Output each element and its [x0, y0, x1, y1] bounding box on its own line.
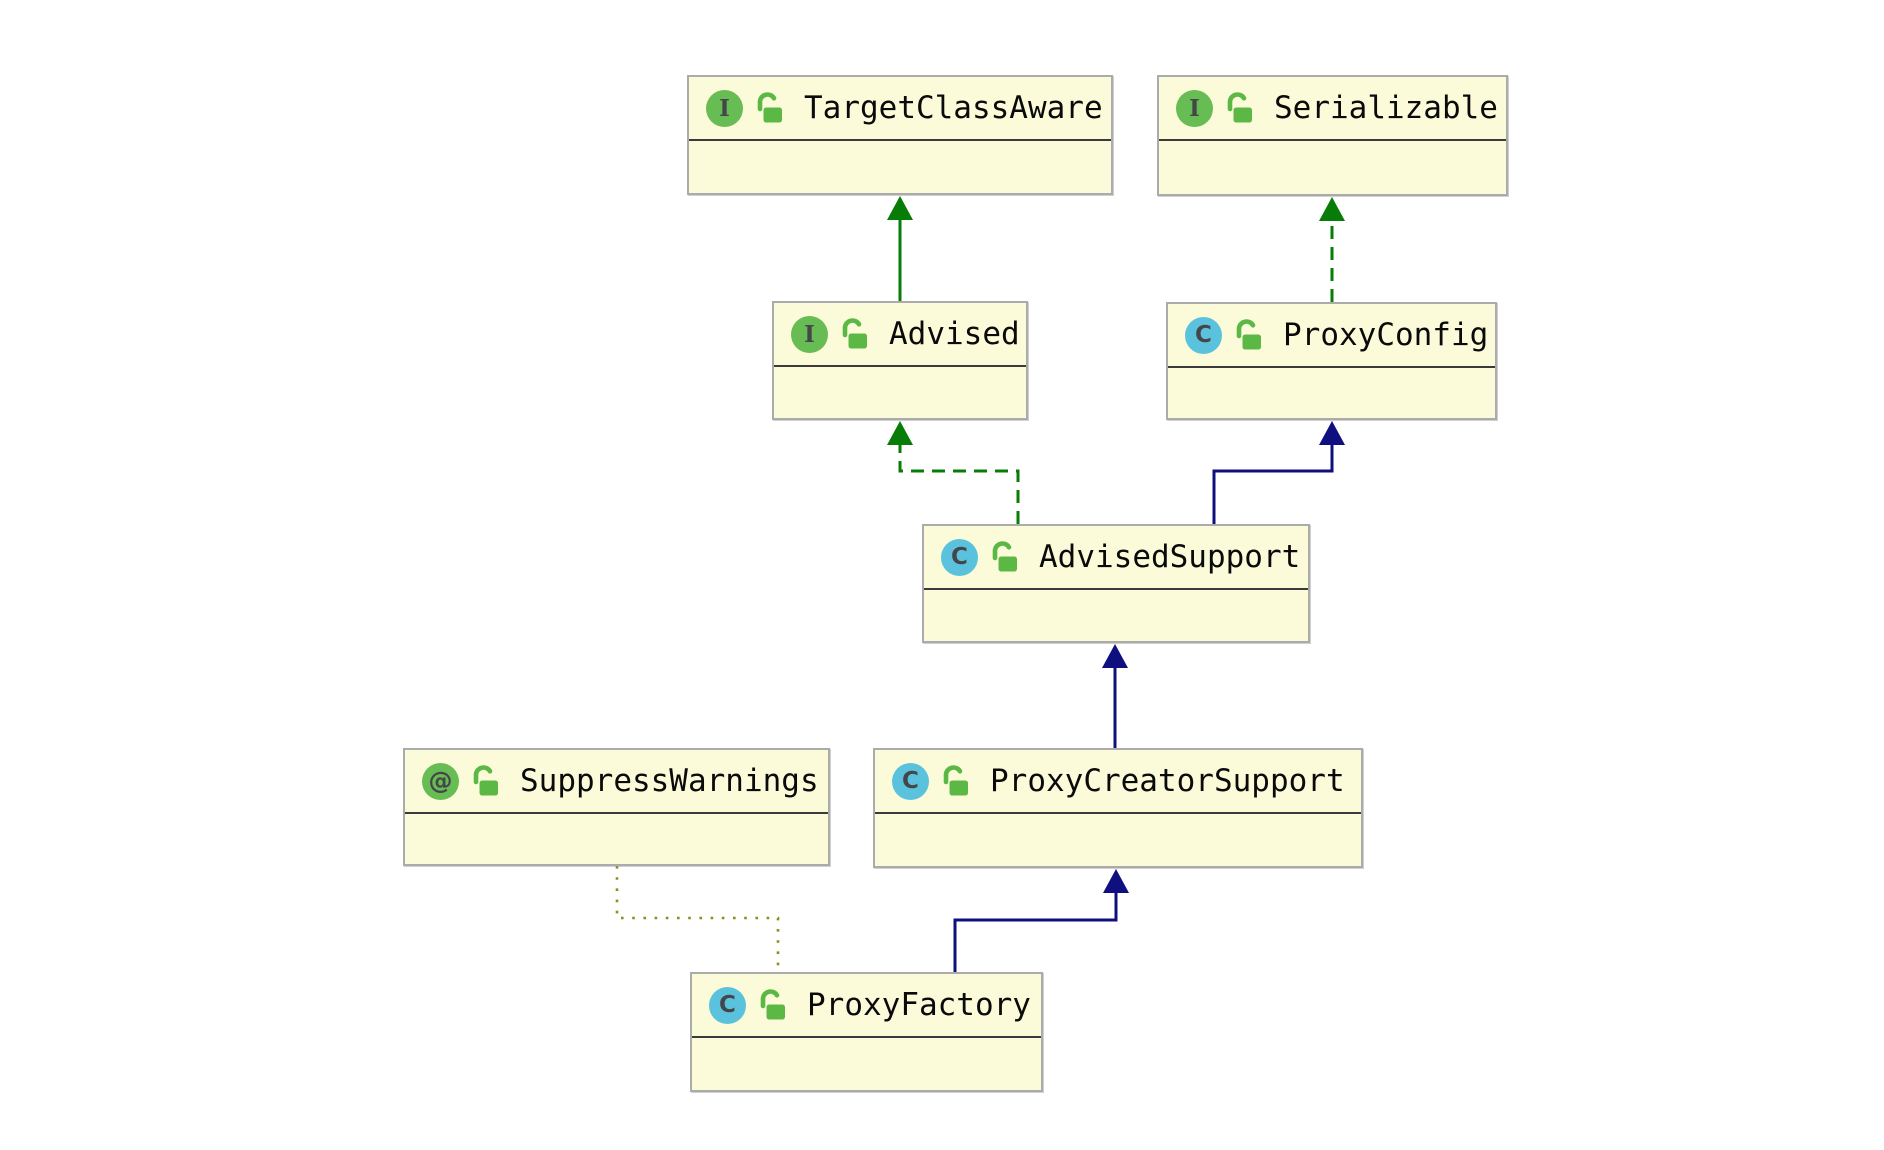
node-label: ProxyFactory	[807, 987, 1031, 1023]
node-label: ProxyCreatorSupport	[990, 763, 1345, 799]
class-node-proxy-config[interactable]: C ProxyConfig	[1166, 302, 1497, 420]
node-title-row: I Advised	[774, 303, 1026, 367]
node-label: TargetClassAware	[804, 90, 1103, 126]
unlocked-icon	[473, 765, 498, 796]
node-compartment	[405, 814, 828, 864]
node-compartment	[1168, 368, 1495, 418]
node-title-row: C ProxyCreatorSupport	[875, 750, 1361, 814]
edge-proxy-creator-support-extends-advised-support[interactable]	[1102, 644, 1128, 748]
edge-proxy-factory-annotated-suppress-warnings[interactable]	[615, 866, 780, 972]
edge-advised-support-implements-advised[interactable]	[887, 421, 1020, 524]
unlocked-icon	[992, 541, 1017, 572]
unlocked-icon	[1236, 319, 1261, 350]
annotation-icon: @	[422, 762, 459, 800]
node-title-row: C AdvisedSupport	[924, 526, 1308, 590]
class-node-serializable[interactable]: I Serializable	[1157, 75, 1508, 196]
node-title-row: I TargetClassAware	[689, 77, 1111, 141]
node-compartment	[875, 814, 1361, 866]
node-compartment	[689, 141, 1111, 193]
unlocked-icon	[1227, 92, 1252, 123]
class-node-target-class-aware[interactable]: I TargetClassAware	[687, 75, 1113, 195]
annotation-node-suppress-warnings[interactable]: @ SuppressWarnings	[403, 748, 830, 866]
inheritance-arrowhead	[1319, 421, 1345, 445]
interface-icon: I	[791, 315, 828, 353]
node-title-row: C ProxyFactory	[692, 974, 1041, 1038]
inheritance-arrowhead	[887, 196, 913, 220]
inheritance-arrowhead	[887, 421, 913, 445]
class-icon: C	[892, 762, 929, 800]
node-label: SuppressWarnings	[520, 763, 819, 799]
node-label: Serializable	[1274, 90, 1498, 126]
node-title-row: I Serializable	[1159, 77, 1506, 141]
node-label: Advised	[889, 316, 1020, 352]
interface-icon: I	[706, 89, 743, 127]
edge-advised-support-extends-proxy-config[interactable]	[1212, 421, 1345, 524]
node-title-row: @ SuppressWarnings	[405, 750, 828, 814]
class-icon: C	[941, 538, 978, 576]
edge-proxy-config-implements-serializable[interactable]	[1319, 197, 1345, 302]
unlocked-icon	[757, 92, 782, 123]
interface-icon: I	[1176, 89, 1213, 127]
node-compartment	[924, 590, 1308, 641]
node-compartment	[774, 367, 1026, 418]
unlocked-icon	[842, 318, 867, 349]
node-title-row: C ProxyConfig	[1168, 304, 1495, 368]
node-compartment	[1159, 141, 1506, 194]
class-icon: C	[1185, 316, 1222, 354]
edge-advised-extends-target-class-aware[interactable]	[887, 196, 913, 301]
unlocked-icon	[943, 765, 968, 796]
class-node-proxy-factory[interactable]: C ProxyFactory	[690, 972, 1043, 1092]
class-icon: C	[709, 986, 746, 1024]
node-compartment	[692, 1038, 1041, 1090]
edge-proxy-factory-extends-proxy-creator-support[interactable]	[953, 869, 1129, 972]
inheritance-arrowhead	[1102, 644, 1128, 668]
class-node-advised[interactable]: I Advised	[772, 301, 1028, 420]
inheritance-arrowhead	[1103, 869, 1129, 893]
node-label: ProxyConfig	[1283, 317, 1489, 353]
class-node-proxy-creator-support[interactable]: C ProxyCreatorSupport	[873, 748, 1363, 868]
inheritance-arrowhead	[1319, 197, 1345, 221]
node-label: AdvisedSupport	[1039, 539, 1301, 575]
unlocked-icon	[760, 989, 785, 1020]
class-node-advised-support[interactable]: C AdvisedSupport	[922, 524, 1310, 643]
